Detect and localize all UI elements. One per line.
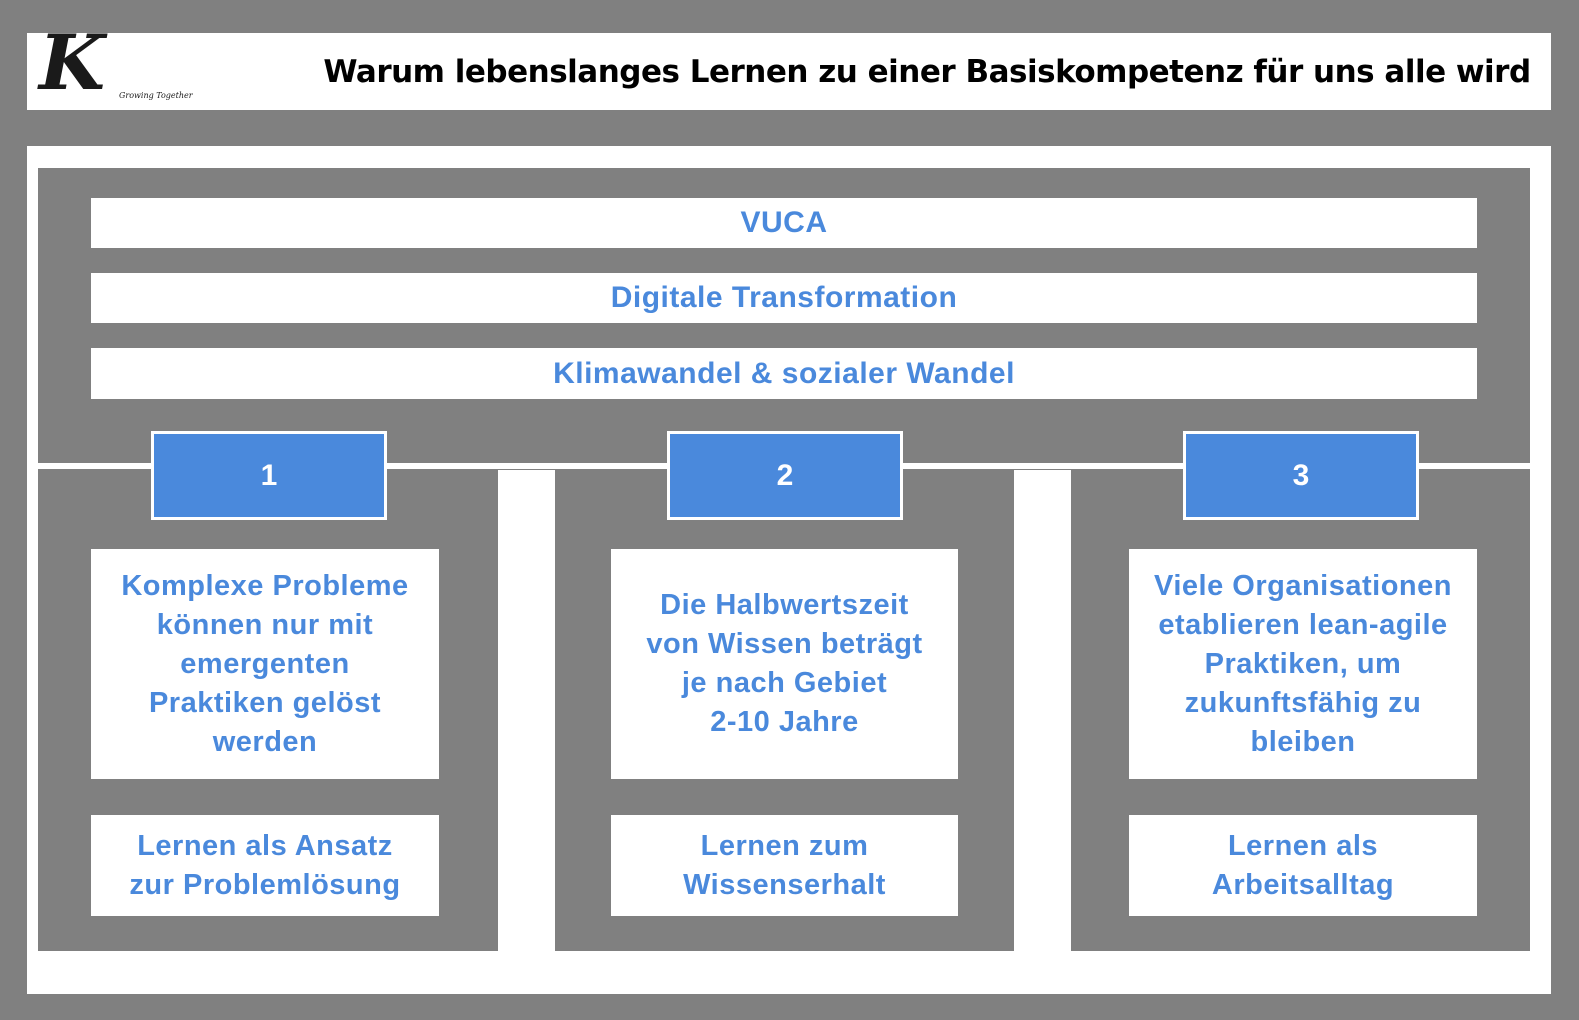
driver-bar-vuca: VUCA	[91, 198, 1477, 248]
description-box-3: Viele Organisationen etablieren lean-agi…	[1129, 549, 1477, 779]
logo: K Growing Together	[37, 25, 197, 105]
header-bar: K Growing Together Warum lebenslanges Le…	[27, 25, 1551, 110]
conclusion-box-3: Lernen als Arbeitsalltag	[1129, 815, 1477, 916]
logo-tagline: Growing Together	[119, 91, 193, 100]
conclusion-box-1: Lernen als Ansatz zur Problemlösung	[91, 815, 439, 916]
description-box-1: Komplexe Probleme können nur mit emergen…	[91, 549, 439, 779]
conclusion-box-2: Lernen zum Wissenserhalt	[611, 815, 958, 916]
description-box-2: Die Halbwertszeit von Wissen beträgt je …	[611, 549, 958, 779]
page-title: Warum lebenslanges Lernen zu einer Basis…	[323, 53, 1531, 90]
number-box-1: 1	[151, 431, 387, 520]
number-box-2: 2	[667, 431, 903, 520]
logo-letter: K	[39, 18, 106, 107]
number-box-3: 3	[1183, 431, 1419, 520]
driver-bar-digital-transformation: Digitale Transformation	[91, 273, 1477, 323]
driver-bar-climate-social-change: Klimawandel & sozialer Wandel	[91, 348, 1477, 399]
